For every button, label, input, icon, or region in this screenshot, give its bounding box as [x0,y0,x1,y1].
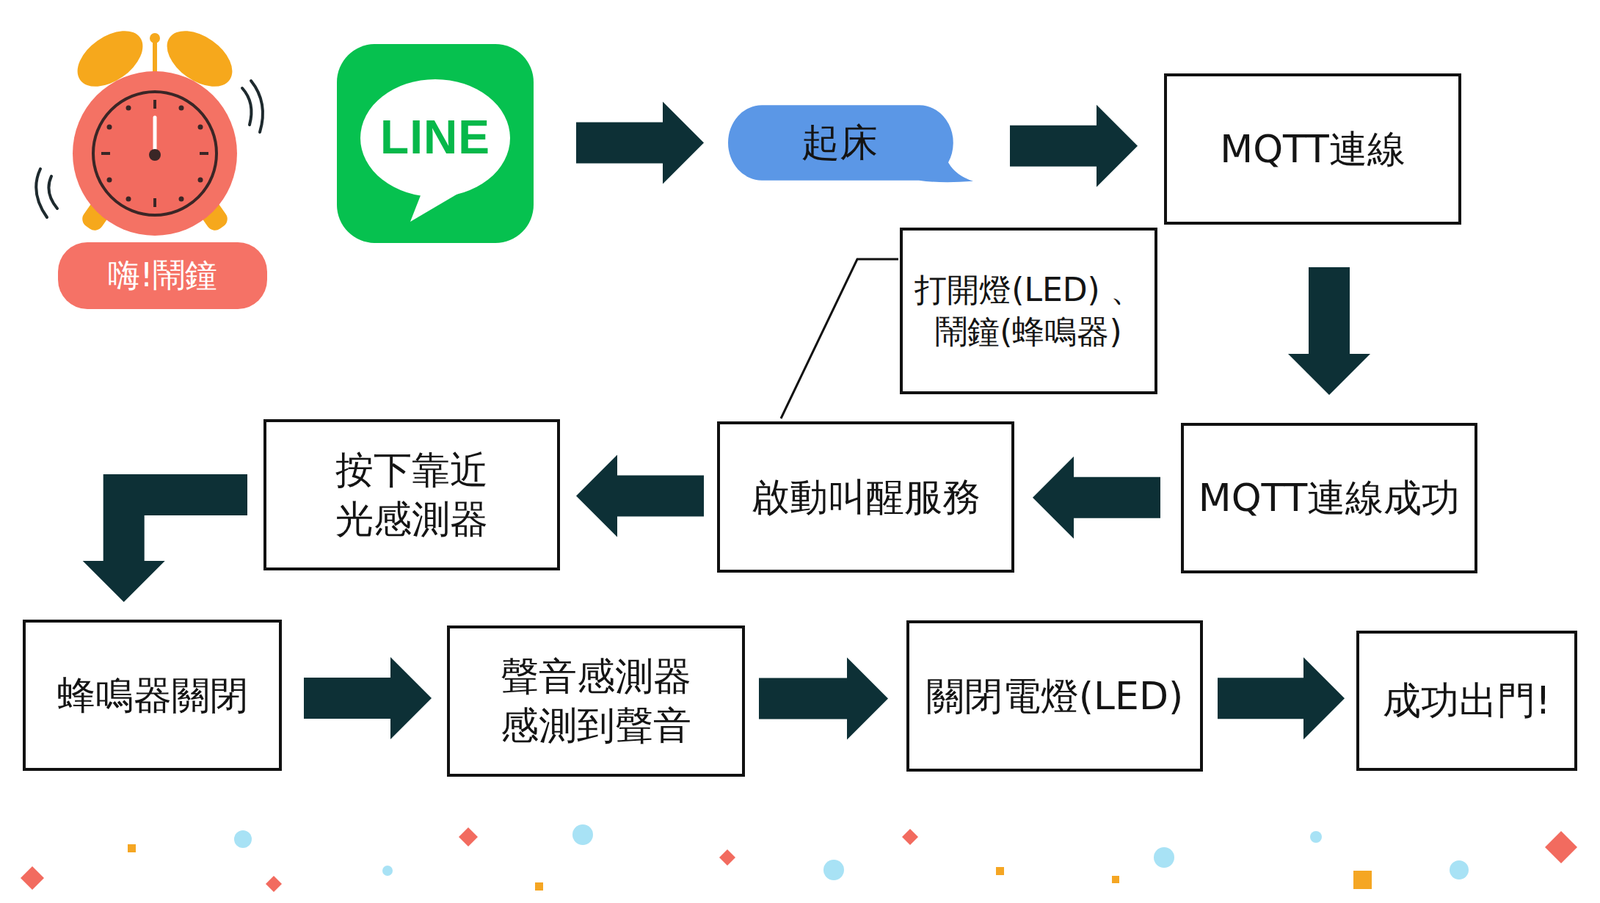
speech-bubble-tail [410,187,461,222]
clock-tick [153,99,157,109]
process-box: 啟動叫醒服務 [717,421,1015,573]
confetti-square [535,882,544,891]
confetti-diamond [719,849,736,866]
clock-ticks [101,99,209,207]
node-label: 成功出門! [1382,675,1551,726]
confetti-diamond [20,866,45,890]
process-box: MQTT連線成功 [1180,422,1478,574]
process-box: MQTT連線 [1164,73,1462,225]
title-badge: 嗨!鬧鐘 [57,242,268,309]
clock-tick [198,177,204,183]
confetti-dot [1310,830,1322,843]
flow-arrow [1217,656,1345,740]
confetti-square [995,866,1005,875]
clock-knob [152,39,158,74]
confetti-diamond [265,875,282,892]
clock-tick [198,124,204,130]
logo-text: LINE [380,107,491,169]
node-label: 蜂鳴器關閉 [57,670,249,720]
alarm-clock-icon [35,19,263,236]
node-label: MQTT連線成功 [1198,473,1460,523]
clock-tick [107,177,113,183]
flow-arrow [1009,104,1138,188]
speech-bubble [360,79,511,197]
clock-tick [179,105,185,111]
node-label: 嗨!鬧鐘 [107,254,218,296]
leader-line [780,259,899,419]
app-icon: LINE [336,44,534,243]
vibration-line [242,88,252,125]
process-box: 關閉電燈(LED) [906,620,1203,772]
node-label: 打開燈(LED) 、鬧鐘(蜂鳴器) [902,269,1155,353]
confetti-square [1111,875,1120,883]
process-box: 蜂鳴器關閉 [22,619,282,771]
clock-tick [126,105,132,111]
clock-tick [199,151,209,155]
clock-tick [126,196,132,202]
clock-center [148,148,161,161]
node-label: 聲音感測器 感測到聲音 [449,651,743,750]
flow-arrow [1288,267,1371,395]
confetti-dot [382,865,393,876]
confetti-square [1353,870,1372,889]
confetti-diamond [458,827,478,847]
confetti-square [127,844,136,853]
process-box: 聲音感測器 感測到聲音 [446,625,745,777]
note-box: 打開燈(LED) 、鬧鐘(蜂鳴器) [899,227,1158,395]
node-label: 關閉電燈(LED) [926,671,1184,721]
flow-arrow [82,474,248,602]
flow-arrow [303,656,432,740]
clock-tick [153,198,157,207]
node-label: MQTT連線 [1219,124,1405,174]
confetti [20,824,1578,892]
clock-body [72,71,238,236]
confetti-diamond [1544,830,1578,864]
confetti-dot [572,824,594,845]
flow-arrow [758,657,889,740]
vibration-line [48,176,58,209]
flow-arrow [576,102,704,185]
node-label: 起床 [801,118,878,168]
clock-tick [107,124,113,130]
vibration-line [35,168,47,218]
vibration-line [251,80,263,133]
chat-bubble: 起床 [726,103,975,183]
clock-tick [179,196,185,202]
node-label: 啟動叫醒服務 [751,472,981,522]
confetti-diamond [902,828,919,845]
flow-arrow [576,455,704,538]
clock-face [93,91,217,216]
confetti-dot [234,830,252,848]
flow-arrow [1032,456,1161,539]
process-box: 按下靠近 光感測器 [263,419,560,571]
clock-tick [101,151,111,155]
confetti-dot [823,859,845,880]
node-label: 按下靠近 光感測器 [266,445,558,544]
chat-bubble-fill [728,104,974,183]
confetti-dot [1153,846,1175,868]
process-box: 成功出門! [1356,630,1578,771]
confetti-dot [1449,860,1469,880]
clock-knob [149,33,160,44]
